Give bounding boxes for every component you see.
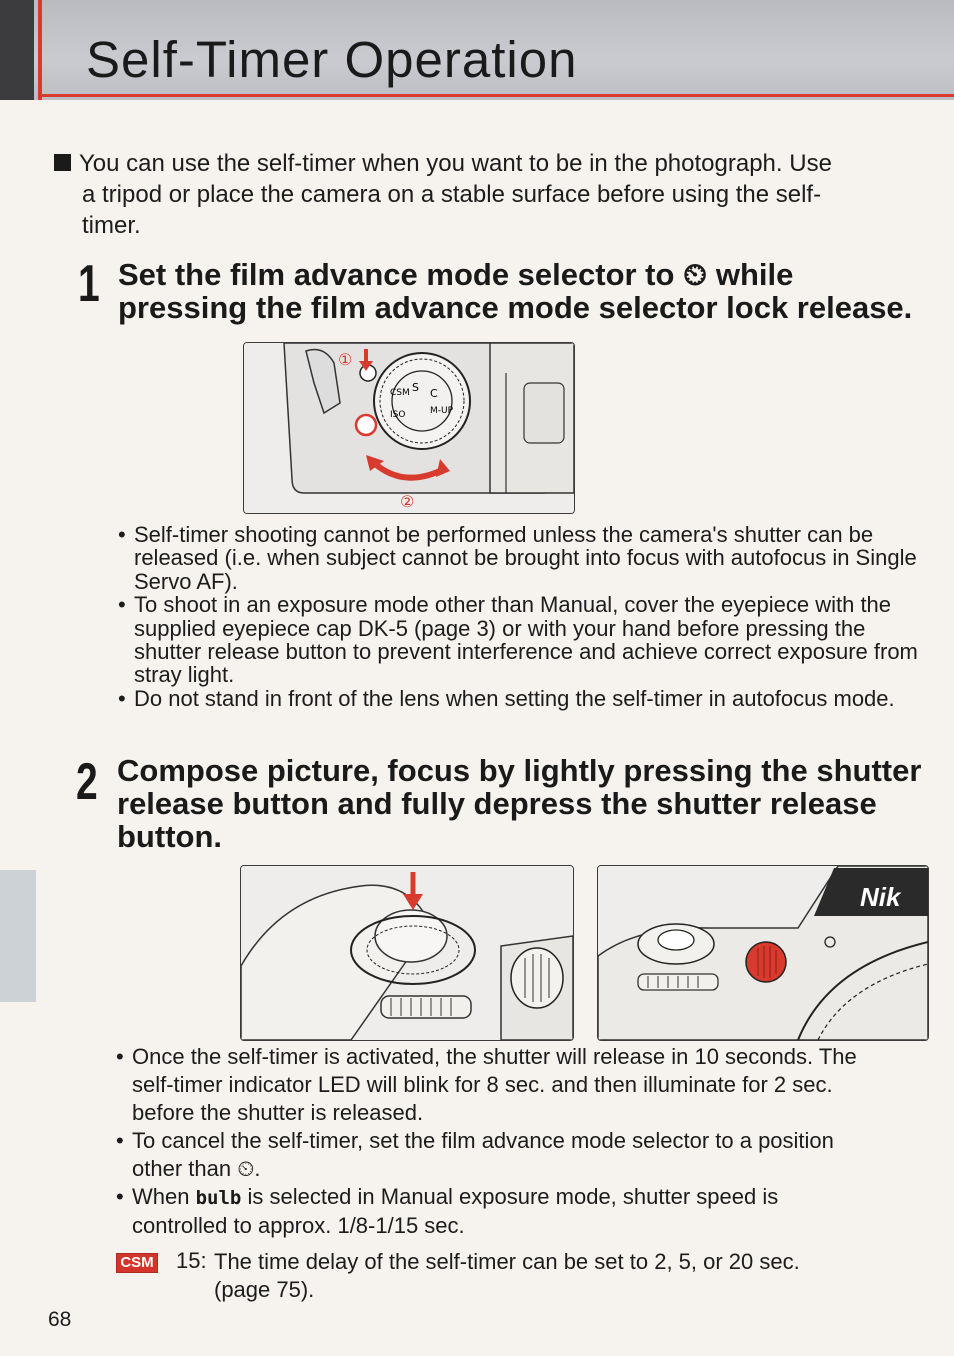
dial-label-s: S	[412, 381, 419, 394]
mode-selector-illustration: S C M-UP CSM ISO ① ②	[244, 343, 574, 513]
brand-logo: Nik	[860, 882, 902, 912]
self-timer-led-illustration: Nik	[598, 866, 928, 1040]
rotate-arrow-icon	[372, 460, 446, 481]
step-2-note-3-prefix: When	[132, 1184, 196, 1209]
intro-line-1: You can use the self-timer when you want…	[79, 150, 832, 177]
step-2-number: 2	[76, 753, 98, 811]
step-2-note-3: When bulb is selected in Manual exposure…	[116, 1183, 926, 1240]
step-1-number: 1	[78, 255, 100, 313]
csm-badge: CSM	[116, 1253, 158, 1273]
shutter-dial-icon	[350, 915, 476, 985]
self-timer-led-icon	[745, 941, 787, 983]
header-band	[0, 0, 954, 100]
csm-note-line-2: (page 75).	[214, 1277, 315, 1302]
step-1-heading: Set the film advance mode selector to ⏲ …	[118, 258, 912, 324]
csm-note: The time delay of the self-timer can be …	[214, 1248, 894, 1304]
step-2-note-3-line-2: controlled to approx. 1/8-1/15 sec.	[132, 1213, 465, 1238]
step-2-heading-line-1: Compose picture, focus by lightly pressi…	[117, 753, 922, 788]
figure-self-timer-led: Nik	[597, 865, 929, 1041]
intro-line-2: a tripod or place the camera on a stable…	[82, 181, 822, 208]
page-number: 68	[48, 1308, 72, 1331]
step-2-note-3-line-1: When bulb is selected in Manual exposure…	[132, 1183, 926, 1212]
step-2-heading-line-2: release button and fully depress the shu…	[117, 786, 877, 821]
dial-label-iso: ISO	[390, 410, 405, 420]
step-2-note-1: Once the self-timer is activated, the sh…	[116, 1043, 926, 1127]
step-1-heading-line-1: Set the film advance mode selector to ⏲ …	[118, 257, 794, 292]
press-down-arrow-icon	[403, 894, 423, 910]
step-2-note-1-line-1: Once the self-timer is activated, the sh…	[132, 1044, 857, 1069]
step-2-note-2: To cancel the self-timer, set the film a…	[116, 1127, 926, 1183]
step-1-note-1: Self-timer shooting cannot be performed …	[118, 523, 928, 593]
header-red-tick	[38, 0, 42, 100]
self-timer-position-icon	[354, 413, 378, 437]
step-2-note-1-line-2: self-timer indicator LED will blink for …	[132, 1072, 833, 1097]
square-bullet-icon	[54, 154, 71, 171]
finger-icon	[374, 909, 448, 963]
header-red-rule	[38, 94, 954, 97]
step-2-note-2-line-2: other than ⏲.	[132, 1156, 261, 1181]
dial-label-csm: CSM	[390, 388, 410, 398]
callout-1: ①	[338, 350, 352, 369]
step-2-note-1-line-3: before the shutter is released.	[132, 1100, 424, 1125]
csm-note-line-1: The time delay of the self-timer can be …	[214, 1249, 800, 1274]
callout-2: ②	[400, 492, 414, 511]
page-title: Self-Timer Operation	[86, 31, 578, 88]
side-section-tab	[0, 870, 36, 1002]
press-arrow-icon	[359, 361, 373, 371]
figure-mode-selector: S C M-UP CSM ISO ① ②	[243, 342, 575, 514]
dial-label-mup: M-UP	[430, 406, 454, 416]
lens-mount-icon	[797, 941, 928, 1040]
step-2-notes: Once the self-timer is activated, the sh…	[116, 1043, 926, 1240]
step-1-notes: Self-timer shooting cannot be performed …	[118, 523, 928, 711]
intro-paragraph: You can use the self-timer when you want…	[54, 148, 934, 241]
figure-shutter-press	[240, 865, 574, 1041]
step-2-heading: Compose picture, focus by lightly pressi…	[117, 754, 937, 853]
header-dark-block	[0, 0, 34, 100]
step-2-note-3-suffix: is selected in Manual exposure mode, shu…	[241, 1184, 779, 1209]
shutter-press-illustration	[241, 866, 573, 1040]
csm-code: 15:	[176, 1248, 207, 1273]
bulb-display-text: bulb	[195, 1187, 242, 1209]
step-1-heading-line-2: pressing the film advance mode selector …	[118, 290, 913, 325]
step-2-heading-line-3: button.	[117, 819, 223, 854]
step-2-note-2-line-1: To cancel the self-timer, set the film a…	[132, 1128, 834, 1153]
step-1-note-2: To shoot in an exposure mode other than …	[118, 593, 928, 687]
dial-label-c: C	[430, 387, 438, 400]
step-1-note-3: Do not stand in front of the lens when s…	[118, 686, 928, 710]
intro-line-3: timer.	[82, 212, 141, 239]
